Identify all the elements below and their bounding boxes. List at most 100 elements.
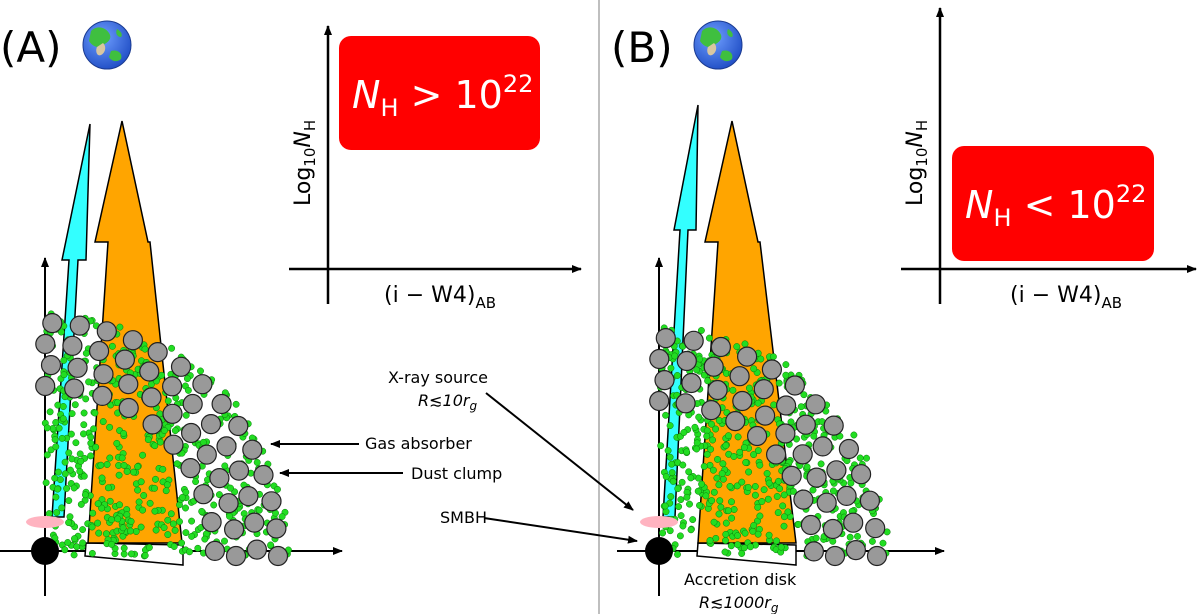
dust-clump [729, 366, 750, 387]
gas-dot [91, 409, 99, 417]
gas-dot [733, 482, 741, 490]
dust-clump [806, 467, 827, 488]
gas-dot [722, 519, 730, 527]
dust-clump [850, 464, 872, 485]
gas-dot [868, 537, 876, 545]
gas-dot [677, 512, 685, 520]
gas-dot [82, 349, 90, 357]
smbh [645, 537, 673, 565]
gas-dot [278, 513, 286, 521]
gas-dot [116, 323, 124, 331]
gas-dot [664, 447, 672, 455]
gas-dot [741, 529, 749, 537]
gas-dot [659, 529, 667, 537]
gas-dot [734, 532, 742, 540]
gas-dot [800, 391, 808, 399]
gas-dot [140, 492, 148, 499]
gas-dot [127, 550, 135, 558]
gas-dot [782, 371, 790, 379]
nh-y-axis-title: Log10NH [903, 120, 931, 206]
xray-corona [640, 516, 678, 528]
dust-clump [866, 545, 888, 567]
gas-dot [210, 501, 218, 509]
gas-dot [757, 355, 765, 363]
gas-dot [750, 522, 758, 529]
gas-dot [722, 530, 730, 538]
gas-dot [726, 482, 734, 490]
gas-dot [754, 503, 762, 511]
gas-dot [738, 478, 746, 486]
gas-dot [713, 474, 721, 482]
gas-dot [137, 523, 145, 531]
gas-dot [680, 429, 688, 436]
dust-clump [800, 514, 822, 536]
gas-dot [712, 534, 720, 542]
dust-clump [703, 356, 724, 377]
earth-globe-icon [693, 20, 743, 70]
gas-dot [51, 474, 59, 482]
gas-dot [70, 551, 78, 559]
gas-dot [705, 334, 713, 342]
gas-dot [170, 543, 178, 550]
gas-dot [184, 386, 192, 394]
dust-clump [805, 394, 826, 415]
gas-dot [61, 458, 69, 466]
gas-dot [745, 384, 753, 392]
gas-dot [846, 533, 854, 541]
gas-dot [87, 452, 95, 460]
gas-dot [164, 531, 172, 539]
gas-dot [171, 526, 179, 534]
gas-dot [683, 448, 691, 456]
gas-dot [780, 522, 788, 530]
gas-dot [76, 450, 84, 458]
gas-dot [115, 471, 123, 479]
gas-dot [673, 372, 681, 379]
gas-dot [829, 487, 837, 495]
gas-dot [667, 493, 675, 501]
gas-dot [740, 444, 748, 451]
gas-dot [58, 434, 66, 442]
gas-dot [707, 445, 715, 453]
gas-dot [674, 485, 682, 493]
dust-clump [795, 414, 816, 435]
gas-dot [686, 500, 693, 508]
gas-dot [80, 472, 88, 480]
nh-value-label: NH > 1022 [352, 70, 533, 122]
gas-dot [182, 504, 189, 512]
dust-clump [180, 458, 201, 479]
gas-dot [176, 518, 183, 526]
gas-dot [850, 431, 858, 439]
gas-dot [773, 493, 781, 500]
gas-dot [168, 344, 176, 352]
gas-dot [199, 438, 207, 446]
gas-dot [666, 422, 674, 430]
gas-dot [60, 356, 68, 364]
dust-clump [162, 403, 183, 424]
dust-clump [192, 374, 213, 395]
gas-dot [677, 496, 685, 504]
dust-clump [118, 397, 139, 419]
gas-dot [741, 340, 749, 348]
earth-globe-icon [82, 20, 132, 70]
gas-dot [163, 481, 171, 489]
gas-dot [141, 345, 149, 353]
gas-dot [108, 516, 116, 524]
dust-clump [823, 415, 844, 436]
gas-dot [666, 527, 674, 535]
gas-dot [80, 409, 88, 417]
gas-dot [85, 378, 93, 386]
gas-dot [98, 474, 106, 482]
gas-dot [847, 479, 855, 487]
panel-b-letter: (B) [611, 23, 673, 72]
gas-dot [152, 475, 159, 483]
gas-dot [67, 430, 75, 438]
dust-clump [216, 436, 237, 457]
gas-dot [95, 529, 103, 537]
panel-a-letter: (A) [0, 23, 62, 72]
gas-dot [719, 475, 727, 483]
gas-dot [716, 497, 724, 505]
dust-clump [162, 376, 183, 397]
dust-clump [141, 387, 162, 408]
dust-clump [701, 400, 722, 421]
gas-dot [88, 549, 96, 557]
